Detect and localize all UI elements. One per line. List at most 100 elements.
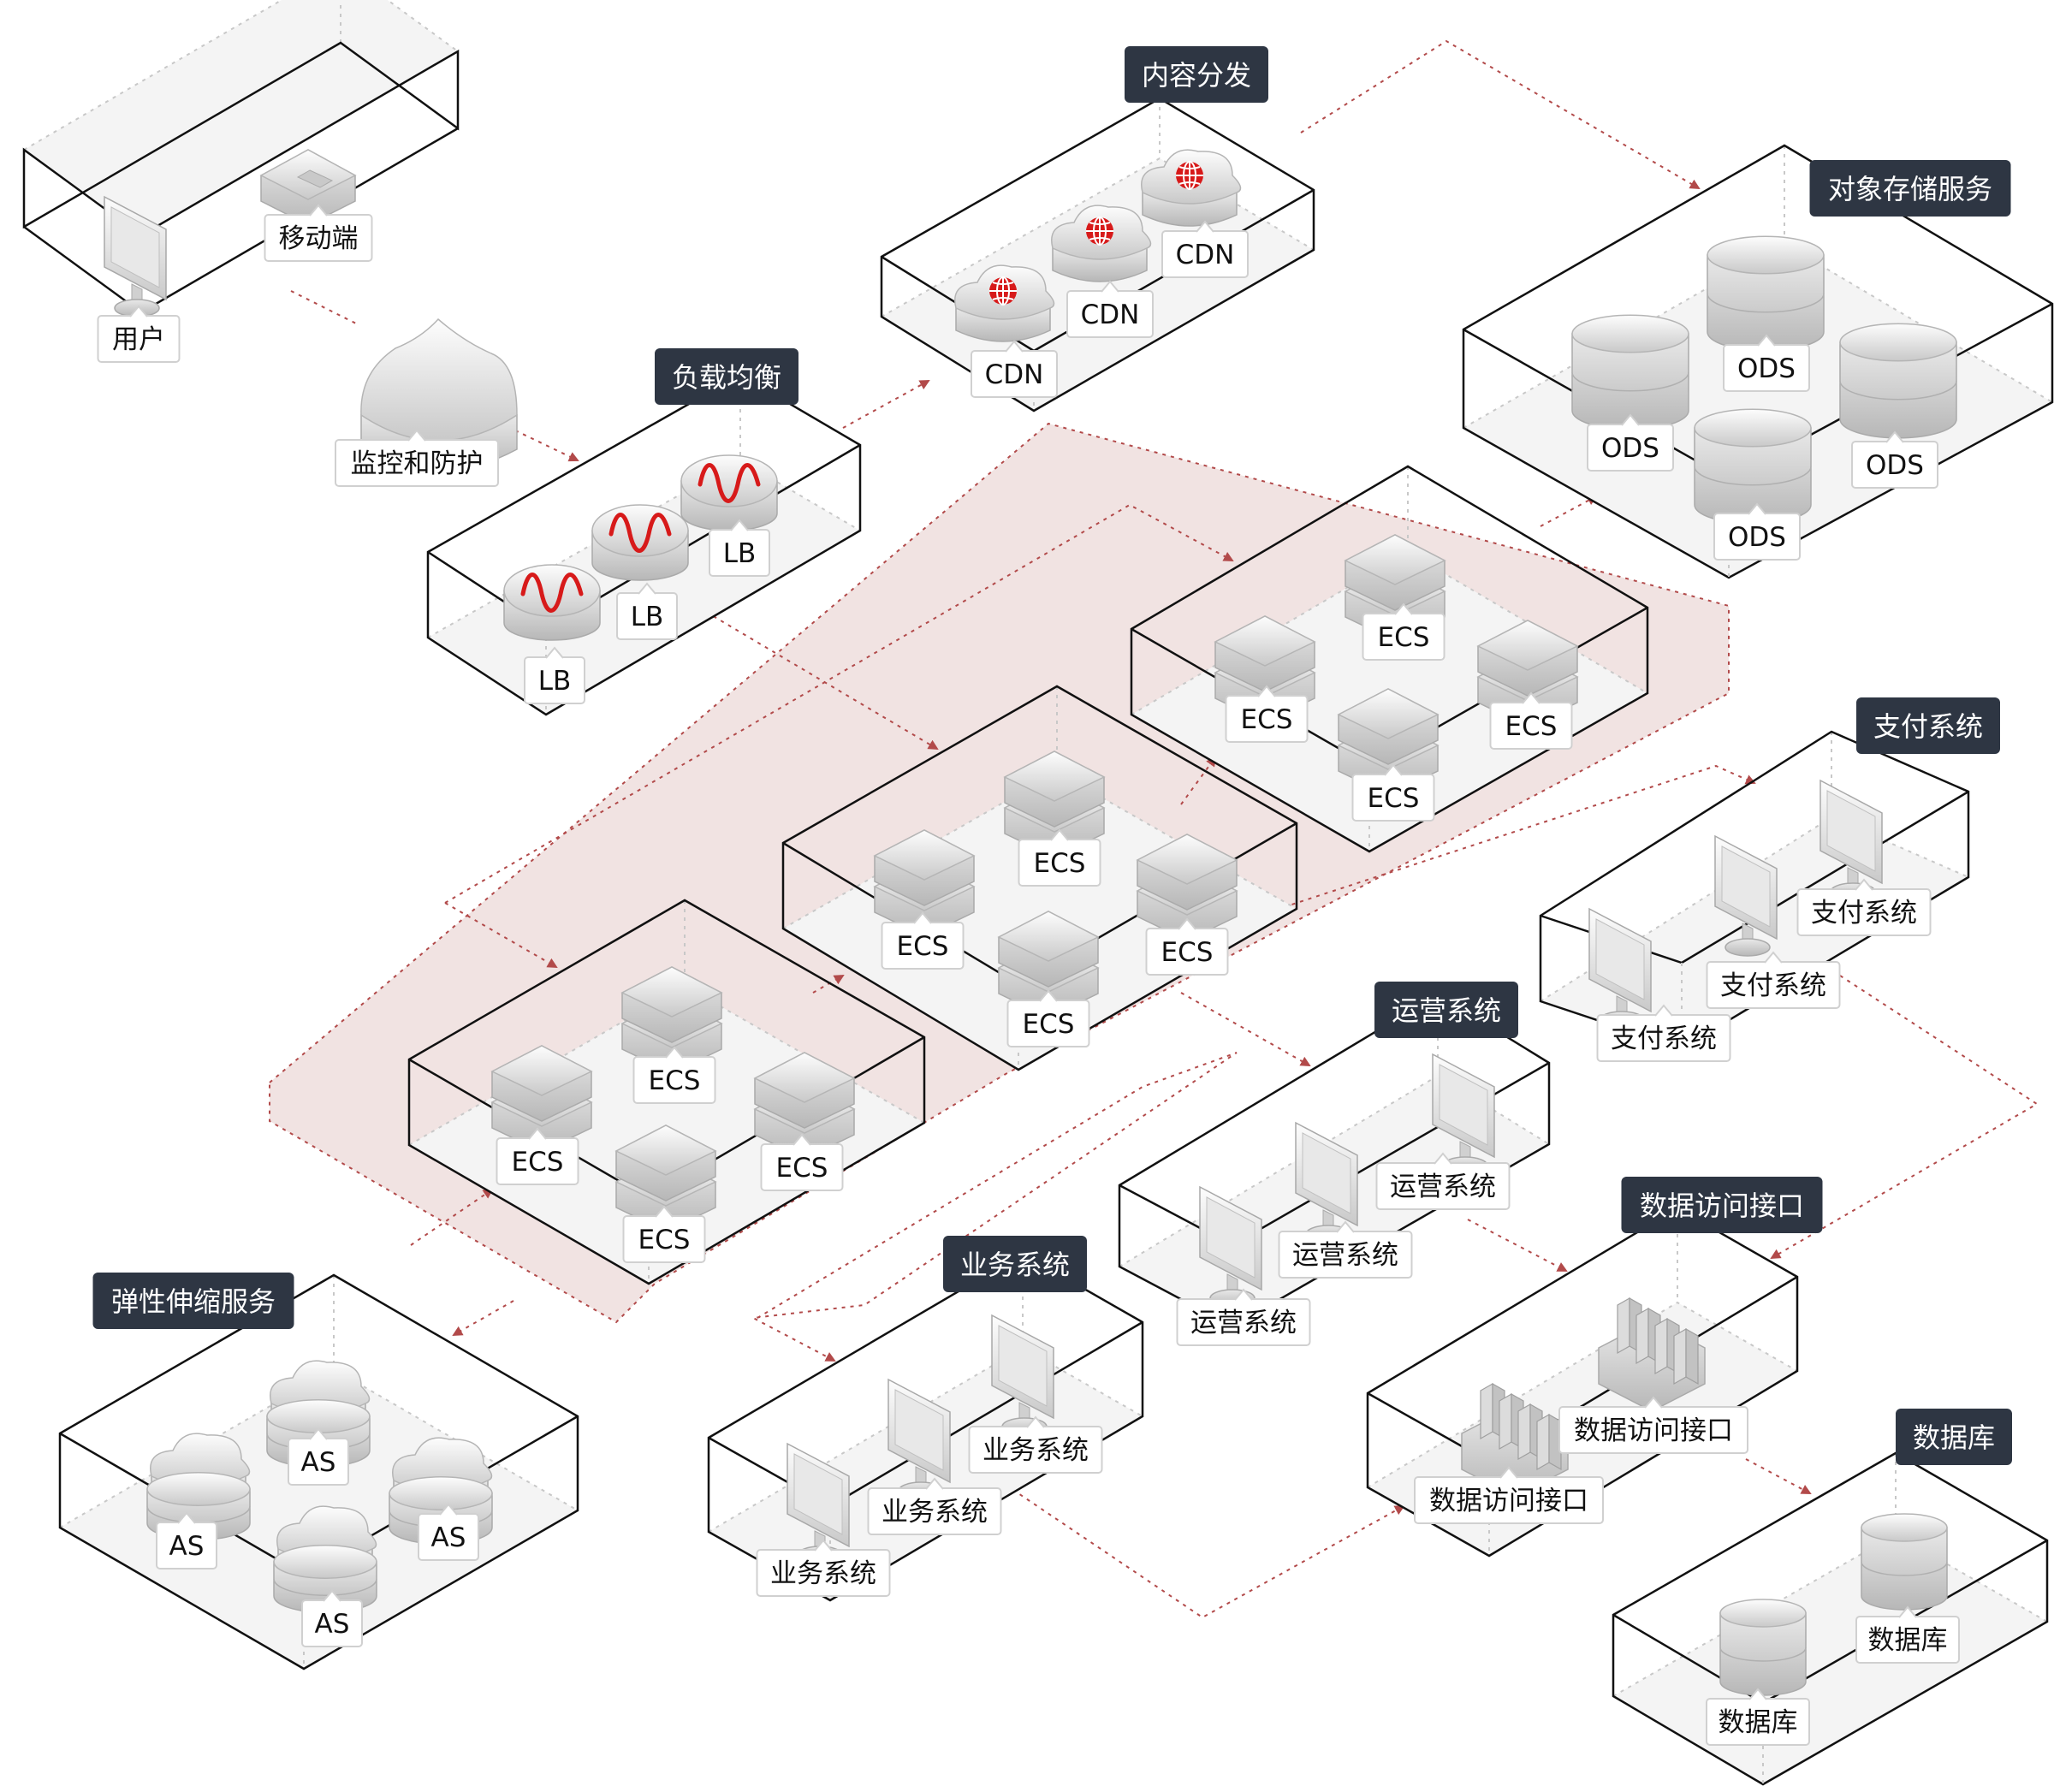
- label-mobile: 移动端: [264, 204, 373, 262]
- label-ops-3: 运营系统: [1375, 1152, 1511, 1210]
- title-biz: 业务系统: [943, 1236, 1087, 1292]
- label-pay-2-text: 支付系统: [1720, 970, 1826, 1001]
- db-storage-icon-2: [1861, 1513, 1948, 1611]
- title-ops: 运营系统: [1374, 982, 1518, 1038]
- arrow-cdn-to-oss: [1300, 39, 1701, 190]
- label-ods-3: ODS: [1851, 430, 1938, 489]
- title-dai: 数据访问接口: [1621, 1177, 1823, 1233]
- biz-monitor-icon-2: [887, 1378, 951, 1500]
- label-pay-2: 支付系统: [1706, 951, 1841, 1009]
- label-biz-1: 业务系统: [756, 1539, 891, 1597]
- arrow-ecs2-to-ecs3: [1180, 756, 1217, 805]
- title-dai-text: 数据访问接口: [1640, 1190, 1804, 1222]
- title-cdn-text: 内容分发: [1142, 59, 1251, 92]
- label-lb-2: LB: [616, 582, 678, 640]
- label-ecs3-1-text: ECS: [1241, 704, 1293, 735]
- label-as-2: AS: [288, 1427, 349, 1486]
- title-db-text: 数据库: [1913, 1421, 1995, 1454]
- ecs2-server-icon-2: [1003, 751, 1106, 858]
- title-oss: 对象存储服务: [1809, 160, 2011, 217]
- label-pay-3-text: 支付系统: [1811, 898, 1917, 929]
- label-protect-text: 监控和防护: [351, 448, 484, 479]
- label-ops-1-text: 运营系统: [1190, 1308, 1297, 1338]
- label-ecs3-4-text: ECS: [1368, 783, 1420, 814]
- biz-monitor-icon-1: [787, 1442, 850, 1564]
- label-ecs2-1: ECS: [881, 911, 965, 970]
- label-user-text: 用户: [112, 324, 165, 355]
- label-ecs1-1-text: ECS: [512, 1147, 564, 1178]
- box-db: [1612, 1451, 2049, 1786]
- label-db-2: 数据库: [1855, 1605, 1960, 1664]
- label-ecs1-4: ECS: [622, 1205, 706, 1263]
- ecs2-server-icon-4: [997, 911, 1100, 1018]
- connectors: [290, 39, 2039, 1619]
- label-ecs3-3-text: ECS: [1505, 711, 1558, 742]
- label-ecs1-1: ECS: [496, 1127, 579, 1185]
- arrow-ecs1-to-as: [452, 1300, 514, 1336]
- label-ods-1: ODS: [1587, 413, 1674, 472]
- label-as-3-text: AS: [431, 1522, 466, 1553]
- label-biz-1-text: 业务系统: [770, 1558, 876, 1589]
- arrow-user-to-protect: [290, 290, 360, 326]
- ops-monitor-icon-1: [1199, 1185, 1262, 1308]
- dai-rack-icon-1: [1461, 1382, 1569, 1498]
- label-as-2-text: AS: [301, 1447, 336, 1478]
- box-user: [22, 0, 460, 314]
- ecs1-server-icon-3: [753, 1052, 856, 1160]
- label-dai-2-text: 数据访问接口: [1574, 1415, 1733, 1446]
- label-lb-3: LB: [709, 519, 770, 577]
- pay-monitor-icon-2: [1714, 834, 1778, 957]
- label-ops-2: 运营系统: [1278, 1220, 1413, 1279]
- title-biz-text: 业务系统: [960, 1249, 1070, 1281]
- cdn-cloud-icon-2: [1051, 205, 1152, 282]
- label-ecs2-2-text: ECS: [1034, 848, 1086, 879]
- lb-icon-3-wave: [698, 463, 761, 503]
- label-as-4-text: AS: [315, 1609, 350, 1640]
- label-pay-1: 支付系统: [1596, 1004, 1731, 1062]
- title-cdn: 内容分发: [1125, 46, 1268, 103]
- arrow-ops-to-dai: [1467, 1219, 1568, 1272]
- label-as-4: AS: [301, 1589, 363, 1647]
- label-db-1-text: 数据库: [1719, 1707, 1798, 1738]
- arrow-pay-to-dai: [1770, 975, 2039, 1260]
- label-pay-1-text: 支付系统: [1611, 1024, 1717, 1054]
- label-ecs2-3: ECS: [1145, 917, 1229, 976]
- node-icons: [104, 149, 1957, 1696]
- label-lb-2-text: LB: [631, 602, 664, 632]
- title-oss-text: 对象存储服务: [1828, 173, 1992, 205]
- lb-icon-2: [591, 504, 689, 581]
- node-labels: 用户移动端监控和防护LBLBLBCDNCDNCDNODSODSODSODSECS…: [97, 204, 1960, 1746]
- ecs2-server-icon-1: [873, 829, 976, 937]
- title-pay-text: 支付系统: [1873, 710, 1983, 743]
- label-cdn-1: CDN: [971, 340, 1058, 398]
- ecs1-server-icon-1: [490, 1045, 593, 1153]
- cdn-cloud-icon-3-globe: [1176, 161, 1203, 190]
- ecs2-server-icon-3: [1136, 834, 1238, 941]
- label-ecs1-3: ECS: [760, 1133, 844, 1191]
- label-cdn-3-text: CDN: [1176, 240, 1235, 270]
- ecs1-server-icon-4: [614, 1124, 717, 1232]
- label-dai-2: 数据访问接口: [1558, 1396, 1748, 1454]
- label-db-1: 数据库: [1706, 1688, 1810, 1746]
- label-ecs3-4: ECS: [1351, 763, 1435, 822]
- lb-icon-1: [503, 564, 601, 641]
- label-ecs2-2: ECS: [1018, 828, 1101, 887]
- label-ecs1-2: ECS: [632, 1046, 716, 1104]
- label-cdn-2: CDN: [1066, 280, 1154, 338]
- dai-rack-icon-2: [1598, 1297, 1706, 1412]
- label-pay-3: 支付系统: [1796, 878, 1932, 936]
- label-biz-3: 业务系统: [968, 1415, 1103, 1474]
- ods-storage-icon-2: [1707, 235, 1825, 352]
- label-ecs2-3-text: ECS: [1161, 937, 1214, 968]
- lb-icon-3: [680, 454, 778, 531]
- label-mobile-text: 移动端: [279, 223, 359, 254]
- label-biz-2-text: 业务系统: [882, 1497, 988, 1528]
- label-ods-2-text: ODS: [1737, 353, 1796, 384]
- label-cdn-2-text: CDN: [1081, 300, 1140, 330]
- cdn-cloud-icon-1-globe: [989, 276, 1017, 306]
- ods-storage-icon-3: [1839, 323, 1957, 439]
- label-ecs3-3: ECS: [1489, 691, 1573, 750]
- lb-icon-2-wave: [608, 513, 672, 553]
